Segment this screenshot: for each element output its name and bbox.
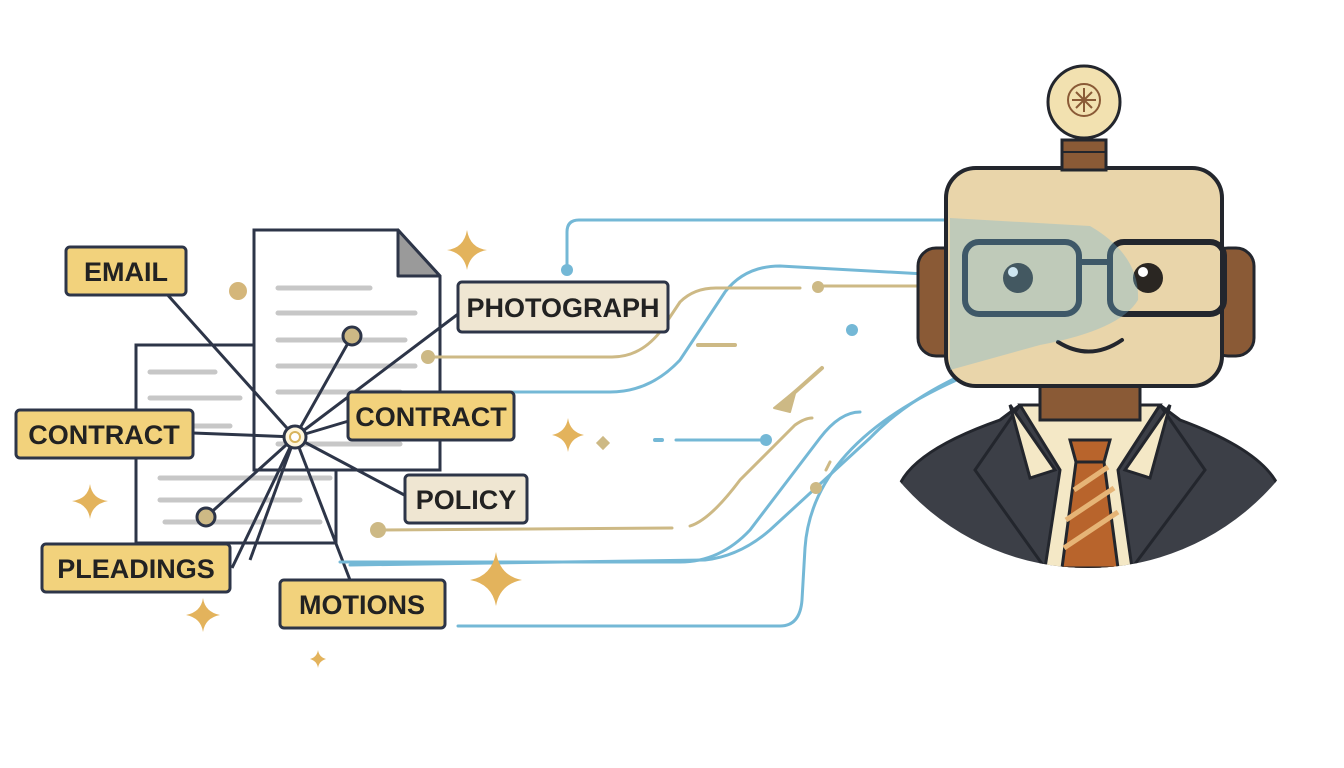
tag-motions-label: MOTIONS	[299, 590, 425, 620]
tag-contract-center-label: CONTRACT	[355, 402, 507, 432]
data-flow-lines	[338, 218, 1142, 628]
tag-contract-center: CONTRACT	[346, 390, 516, 442]
tag-contract-left: CONTRACT	[14, 408, 195, 460]
sparkle-icon	[72, 230, 584, 668]
tag-email-label: EMAIL	[84, 257, 168, 287]
lightbulb-icon	[1046, 64, 1122, 172]
tag-photograph: PHOTOGRAPH	[456, 280, 670, 334]
tag-motions: MOTIONS	[278, 578, 447, 630]
network-nodes	[195, 325, 363, 528]
tag-contract-left-label: CONTRACT	[28, 420, 180, 450]
network-connectors	[163, 290, 471, 581]
tag-policy-label: POLICY	[416, 485, 517, 515]
tag-photograph-label: PHOTOGRAPH	[466, 293, 659, 323]
tag-pleadings-label: PLEADINGS	[57, 554, 215, 584]
tag-pleadings: PLEADINGS	[40, 542, 232, 594]
tag-email: EMAIL	[64, 245, 188, 297]
tag-policy: POLICY	[403, 473, 529, 525]
flow-dots	[229, 264, 858, 538]
robot-lawyer-icon	[894, 64, 1284, 568]
